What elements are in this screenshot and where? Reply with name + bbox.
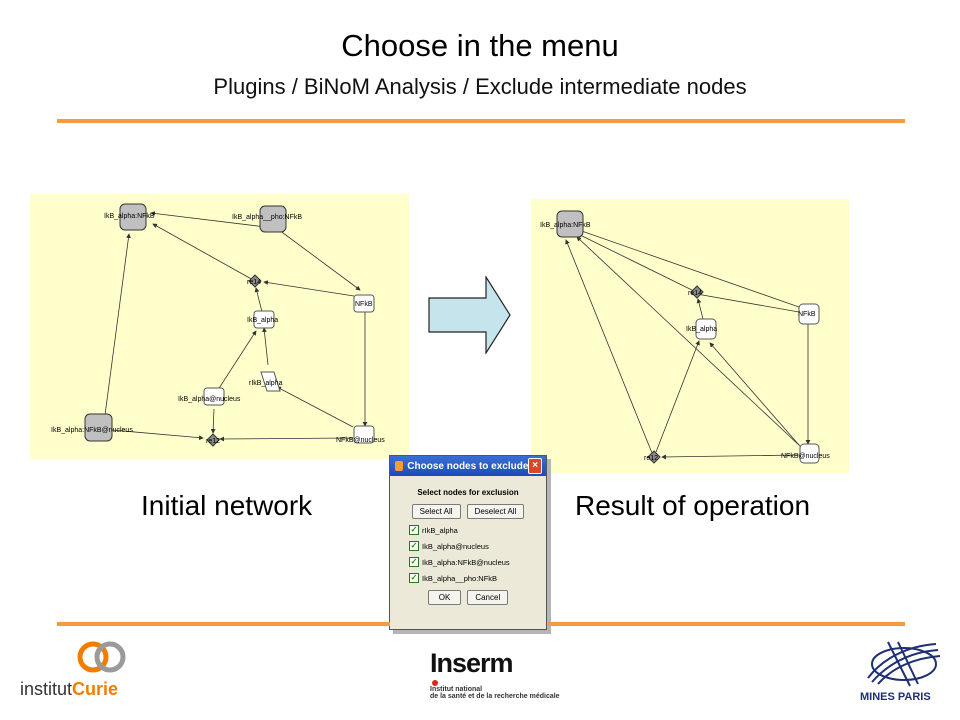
node-shape[interactable]	[260, 371, 281, 392]
node-label: NFkB	[798, 311, 816, 318]
checkbox[interactable]: ✓	[409, 573, 419, 583]
select-all-button[interactable]: Select All	[411, 504, 461, 519]
right-arrow-icon	[428, 276, 511, 354]
node-label: IkB_alpha@nucleus	[178, 396, 241, 403]
result-caption: Result of operation	[575, 490, 811, 521]
checkbox-label: IkB_alpha__pho:NFkB	[422, 573, 498, 583]
edges	[104, 211, 368, 442]
node-labels: IkB_alpha:NFkB IkB_alpha__pho:NFkB re14 …	[51, 213, 385, 445]
nodes	[84, 203, 375, 447]
dialog-heading: Select nodes for exclusion	[417, 488, 519, 497]
node-shape[interactable]	[695, 318, 717, 340]
inserm-wordmark: Inserm	[430, 648, 514, 678]
node-label: IkB_alpha	[247, 317, 278, 324]
inserm-dot-icon	[432, 680, 438, 686]
deselect-all-button[interactable]: Deselect All	[466, 504, 525, 519]
initial-network-graph: IkB_alpha:NFkB IkB_alpha__pho:NFkB re14 …	[51, 203, 385, 447]
curie-wordmark: institutCurie	[20, 679, 119, 699]
node-shape[interactable]	[248, 274, 262, 288]
node-shape[interactable]	[206, 433, 220, 447]
checkbox-label: IkB_alpha:NFkB@nucleus	[422, 557, 510, 567]
checkbox[interactable]: ✓	[409, 525, 419, 535]
inserm-line-1: Institut national	[430, 686, 483, 693]
node-shape[interactable]	[647, 450, 661, 464]
node-shape[interactable]	[253, 310, 275, 329]
mines-wordmark: MINES PARIS	[860, 691, 931, 703]
node-shape[interactable]	[203, 387, 225, 406]
curie-rings-icon	[77, 641, 126, 673]
exclude-nodes-dialog: Choose nodes to exclude × Select nodes f…	[389, 455, 547, 630]
initial-network-panel: IkB_alpha:NFkB IkB_alpha__pho:NFkB re14 …	[30, 194, 409, 459]
inserm-line-2: de la santé et de la recherche médicale	[430, 693, 560, 700]
result-network-panel: IkB_alpha:NFkB re14 IkB_alpha NFkB re12 …	[531, 199, 849, 473]
node-shape[interactable]	[556, 210, 584, 238]
node-label: re12	[206, 438, 220, 445]
node-checkbox-item[interactable]: ✓ IkB_alpha:NFkB@nucleus	[409, 557, 546, 567]
node-shape[interactable]	[799, 443, 820, 464]
close-icon[interactable]: ×	[528, 458, 542, 474]
slide-title: Choose in the menu	[341, 28, 619, 63]
node-label: IkB_alpha__pho:NFkB	[232, 214, 302, 221]
node-label: IkB_alpha:NFkB	[104, 213, 155, 220]
nodes	[556, 210, 820, 464]
initial-network-caption: Initial network	[141, 490, 313, 521]
mines-paris-logo: MINES PARIS	[848, 638, 948, 708]
checkbox[interactable]: ✓	[409, 541, 419, 551]
node-label: rIkB_alpha	[249, 380, 283, 387]
node-label: re12	[644, 455, 658, 462]
node-label: NFkB	[355, 301, 373, 308]
checkbox-label: rIkB_alpha	[422, 525, 458, 535]
result-network-graph: IkB_alpha:NFkB re14 IkB_alpha NFkB re12 …	[540, 210, 830, 464]
slide-subtitle: Plugins / BiNoM Analysis / Exclude inter…	[213, 74, 747, 99]
app-icon	[395, 461, 404, 471]
institut-curie-logo: institutCurie	[20, 638, 140, 699]
node-shape[interactable]	[690, 285, 704, 299]
checkbox-label: IkB_alpha@nucleus	[422, 541, 489, 551]
node-shape[interactable]	[259, 205, 287, 233]
node-label: re14	[688, 290, 702, 297]
node-shape[interactable]	[84, 413, 113, 442]
node-checkbox-item[interactable]: ✓ IkB_alpha@nucleus	[409, 541, 546, 551]
node-label: NFkB@nucleus	[781, 453, 830, 460]
checkbox[interactable]: ✓	[409, 557, 419, 567]
bottom-divider-left	[57, 622, 390, 626]
dialog-title: Choose nodes to exclude	[407, 460, 529, 472]
node-shape[interactable]	[353, 294, 375, 313]
node-shape[interactable]	[798, 303, 820, 325]
node-label: IkB_alpha	[686, 326, 717, 333]
edges	[565, 228, 811, 460]
cancel-button[interactable]: Cancel	[467, 590, 509, 605]
node-label: IkB_alpha:NFkB	[540, 222, 591, 229]
node-checkbox-item[interactable]: ✓ rIkB_alpha	[409, 525, 546, 535]
node-checkbox-item[interactable]: ✓ IkB_alpha__pho:NFkB	[409, 573, 546, 583]
inserm-logo: Inserm Institut national de la santé et …	[430, 648, 560, 700]
mines-emblem-icon	[867, 641, 941, 687]
node-label: NFkB@nucleus	[336, 437, 385, 444]
node-shape[interactable]	[353, 425, 375, 444]
bottom-divider-right	[548, 622, 905, 626]
node-label: IkB_alpha:NFkB@nucleus	[51, 427, 133, 434]
node-label: re14	[247, 279, 261, 286]
top-divider	[57, 119, 905, 123]
node-shape[interactable]	[119, 203, 147, 231]
ok-button[interactable]: OK	[427, 590, 462, 605]
node-labels: IkB_alpha:NFkB re14 IkB_alpha NFkB re12 …	[540, 222, 830, 462]
dialog-titlebar[interactable]: Choose nodes to exclude ×	[390, 456, 546, 476]
